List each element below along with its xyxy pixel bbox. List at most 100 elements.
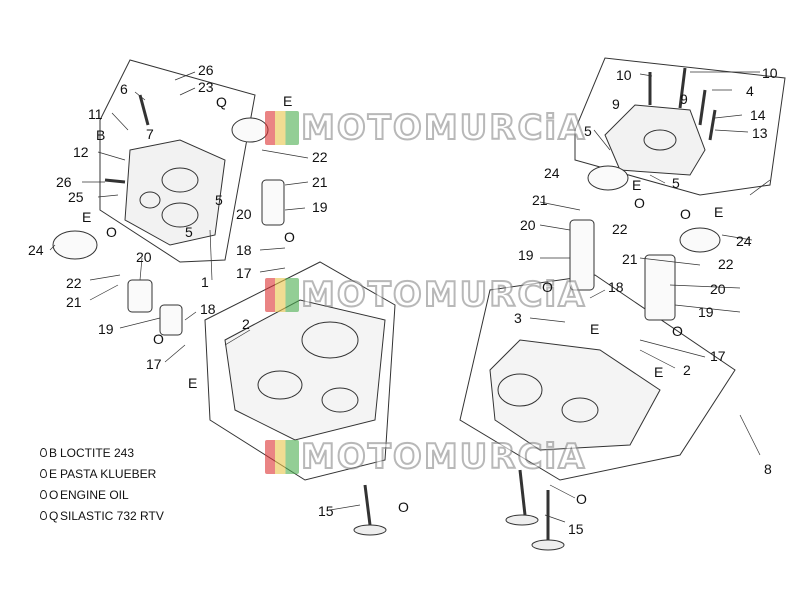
left-cylinder-cover — [124, 139, 226, 246]
callout-label: 21 — [532, 192, 548, 208]
right-cylinder-cover — [604, 104, 706, 176]
callout-label: 17 — [146, 356, 162, 372]
legend-text: ENGINE OIL — [60, 487, 129, 502]
callout-label: 19 — [518, 247, 534, 263]
callout-label: 18 — [236, 242, 252, 258]
legend-row: B LOCTITE 243 — [40, 442, 164, 463]
watermark-bottom: MOTOMURCiA — [265, 436, 587, 478]
callout-label: 6 — [120, 81, 128, 97]
callout-label: O — [634, 195, 645, 211]
callout-label: 22 — [66, 275, 82, 291]
legend-code: Q — [49, 508, 59, 523]
right-cylinder-head — [489, 339, 661, 451]
watermark-middle: MOTOMURCiA — [265, 274, 587, 316]
callout-label: 10 — [762, 65, 778, 81]
callout-label: 24 — [736, 233, 752, 249]
watermark-top: MOTOMURCiA — [265, 107, 587, 149]
callout-label: E — [82, 209, 92, 225]
watermark-flag-icon — [265, 278, 299, 312]
callout-label: 15 — [568, 521, 584, 537]
callout-label: 2 — [683, 362, 691, 378]
callout-label: E — [283, 93, 293, 109]
callout-label: 19 — [698, 304, 714, 320]
callout-label: 8 — [764, 461, 772, 477]
callout-label: 5 — [215, 192, 223, 208]
drop-icon — [40, 448, 47, 457]
callout-label: 5 — [185, 224, 193, 240]
legend-row: Q SILASTIC 732 RTV — [40, 505, 164, 526]
watermark-text: MOTOMURCiA — [300, 274, 587, 316]
callout-label: 13 — [752, 125, 768, 141]
callout-label: O — [398, 499, 409, 515]
left-head-frame — [204, 261, 396, 481]
drop-icon — [40, 511, 47, 520]
callout-label: 20 — [520, 217, 536, 233]
callout-label: 25 — [68, 189, 84, 205]
callout-label: 3 — [514, 310, 522, 326]
legend-code: O — [49, 487, 59, 502]
watermark-text: MOTOMURCiA — [300, 436, 587, 478]
legend-text: LOCTITE 243 — [60, 445, 135, 460]
callout-label: B — [96, 127, 106, 143]
callout-label: 9 — [680, 91, 688, 107]
left-cylinder-head — [224, 299, 386, 441]
callout-label: 4 — [746, 83, 754, 99]
left-cover-frame — [99, 59, 256, 263]
right-head-frame — [459, 274, 736, 481]
callout-label: 21 — [66, 294, 82, 310]
callout-label: O — [106, 224, 117, 240]
callout-label: 9 — [612, 96, 620, 112]
callout-label: 18 — [608, 279, 624, 295]
callout-label: Q — [216, 94, 227, 110]
callout-label: 21 — [312, 174, 328, 190]
callout-label: 24 — [544, 165, 560, 181]
callout-label: 23 — [198, 79, 214, 95]
legend-text: PASTA KLUEBER — [60, 466, 157, 481]
callout-label: 15 — [318, 503, 334, 519]
callout-label: 20 — [710, 281, 726, 297]
callout-label: 22 — [312, 149, 328, 165]
callout-label: E — [654, 364, 664, 380]
callout-label: 11 — [88, 106, 103, 122]
callout-label: O — [576, 491, 587, 507]
callout-label: O — [153, 331, 164, 347]
callout-label: 10 — [616, 67, 632, 83]
callout-label: E — [632, 177, 642, 193]
callout-label: 1 — [201, 274, 209, 290]
watermark-text: MOTOMURCiA — [300, 107, 587, 149]
lubricant-legend: B LOCTITE 243 E PASTA KLUEBER O ENGINE O… — [40, 442, 164, 526]
legend-row: E PASTA KLUEBER — [40, 463, 164, 484]
callout-label: 20 — [236, 206, 252, 222]
callout-label: 26 — [56, 174, 72, 190]
callout-label: 7 — [146, 126, 154, 142]
callout-label: 24 — [28, 242, 44, 258]
callout-label: O — [672, 323, 683, 339]
callout-label: 5 — [672, 175, 680, 191]
callout-label: 19 — [312, 199, 328, 215]
right-cover-frame — [574, 57, 786, 196]
callout-label: 26 — [198, 62, 214, 78]
drop-icon — [40, 490, 47, 499]
watermark-flag-icon — [265, 440, 299, 474]
callout-label: E — [714, 204, 724, 220]
callout-label: 12 — [73, 144, 89, 160]
watermark-flag-icon — [265, 111, 299, 145]
callout-label: O — [284, 229, 295, 245]
legend-code: E — [49, 466, 58, 481]
drop-icon — [40, 469, 47, 478]
callout-label: O — [542, 279, 553, 295]
legend-text: SILASTIC 732 RTV — [60, 508, 164, 523]
callout-label: 22 — [612, 221, 628, 237]
callout-label: E — [590, 321, 600, 337]
callout-label: 20 — [136, 249, 152, 265]
callout-label: 19 — [98, 321, 114, 337]
legend-row: O ENGINE OIL — [40, 484, 164, 505]
legend-code: B — [49, 445, 58, 460]
callout-label: 17 — [236, 265, 252, 281]
callout-label: 14 — [750, 107, 766, 123]
callout-label: 2 — [242, 316, 250, 332]
callout-label: O — [680, 206, 691, 222]
callout-label: 21 — [622, 251, 638, 267]
